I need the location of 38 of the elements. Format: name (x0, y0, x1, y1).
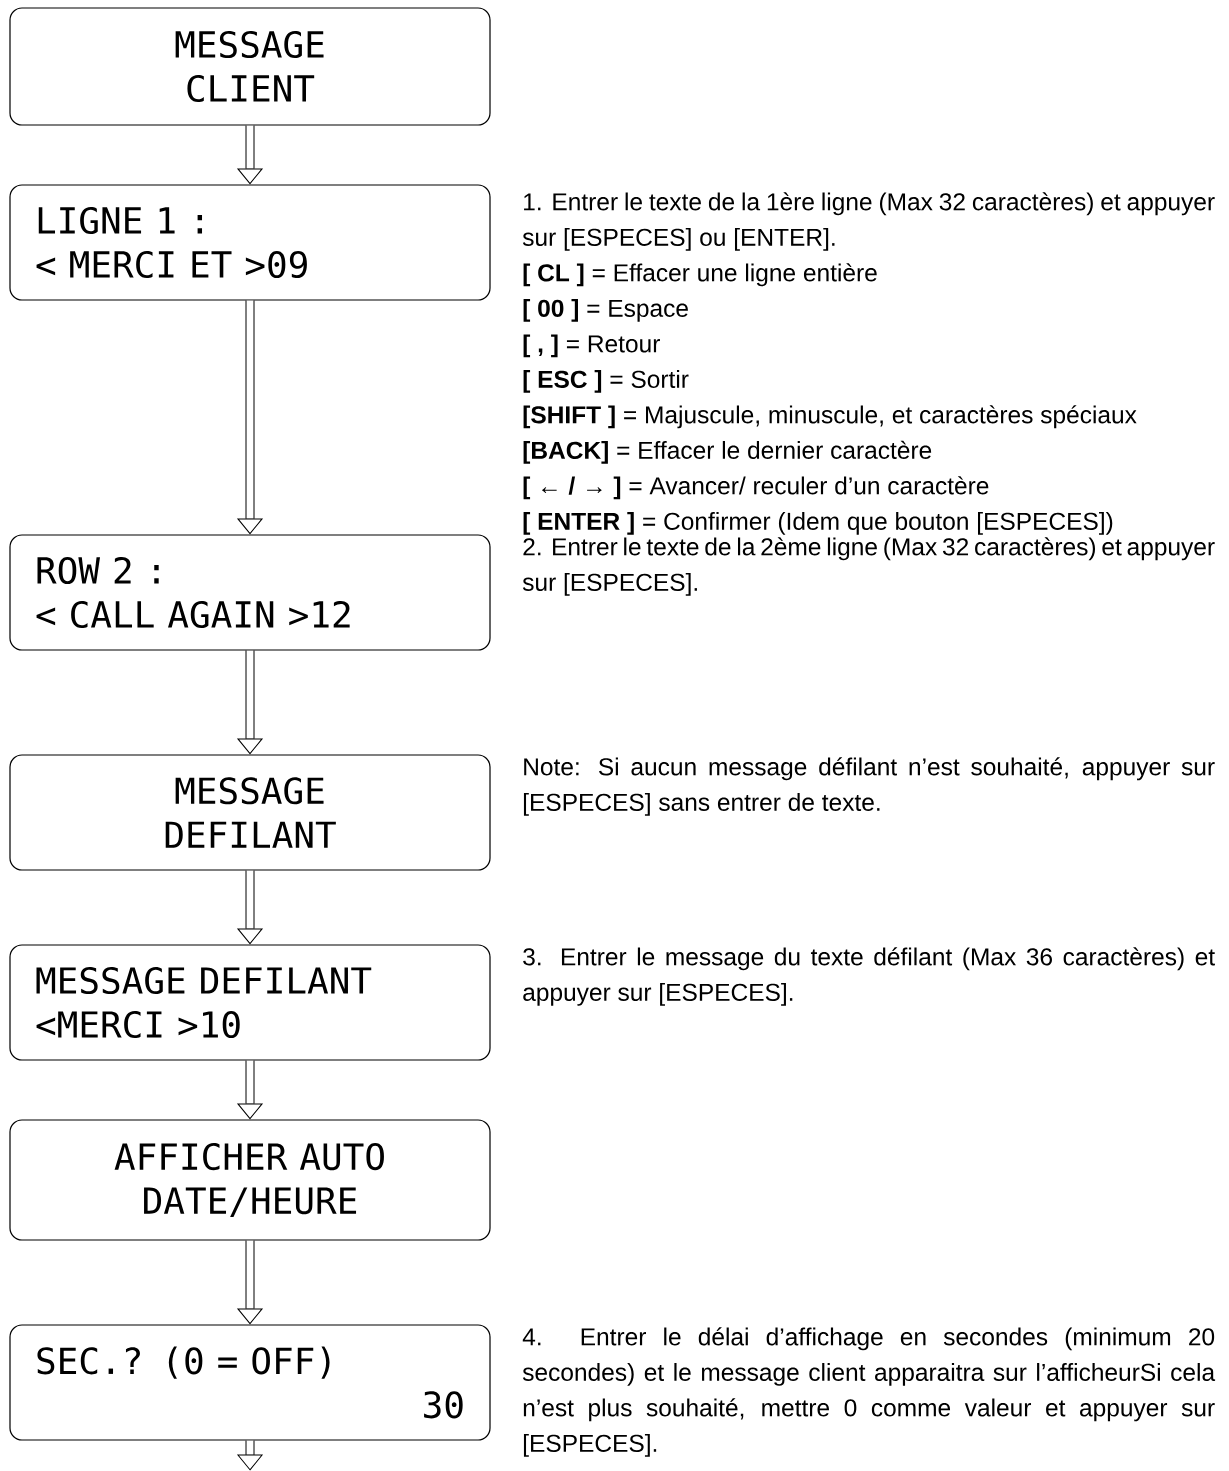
instruction-text: 4. Entrer le délai d’affichage en secondes (minimum 20 secondes) et le message client apparaitra sur l’afficheurSi cela n’est plus souhaité, mettre 0 comme valeur et appuyer sur [ESPECES]. (522, 1327, 1216, 1457)
display-text: < CALL AGAIN >12 (36, 600, 350, 629)
arrow (237, 125, 263, 185)
display-text: SEC.? (0 = OFF) (37, 1346, 330, 1379)
display-box (9, 7, 491, 126)
display-box (9, 754, 491, 871)
arrow (237, 1240, 263, 1325)
instruction-text: 1. Entrer le texte de la 1ère ligne (Max 32 caractères) et appuyer sur [ESPECES] ou [ENTER]. (522, 192, 1215, 251)
arrow (237, 1060, 263, 1120)
instruction-text: 3. Entrer le message du texte défilant (Max 36 caractères) et appuyer sur [ESPECES]. (523, 947, 1215, 1006)
display-box (9, 534, 491, 651)
display-box (9, 184, 491, 301)
display-text: MESSAGE CLIENT (175, 30, 324, 103)
display-text: < MERCI ET >09 (36, 250, 307, 279)
display-box (9, 944, 491, 1061)
display-box (9, 1324, 491, 1441)
display-text: MESSAGE DEFILANT (165, 777, 336, 848)
instruction-text: [BACK] = Effacer le dernier caractère (523, 440, 932, 464)
display-text: LIGNE 1 : (38, 206, 203, 235)
display-text: <MERCI >10 (36, 1010, 240, 1039)
display-text: AFFICHER AUTO DATE/HEURE (114, 1143, 384, 1218)
instruction-text: Note: Si aucun message défilant n’est souhaité, appuyer sur [ESPECES] sans entrer de texte. (523, 757, 1215, 816)
instruction-text: 2. Entrer le texte de la 2ème ligne (Max 32 caractères) et appuyer sur [ESPECES]. (522, 537, 1215, 596)
instruction-text: [SHIFT ] = Majuscule, minuscule, et caractères spéciaux (523, 405, 1137, 429)
instruction-text: [ CL ] = Effacer une ligne entière (523, 263, 877, 287)
instruction-text: [ ← / → ] = Avancer/ reculer d’un caractère (523, 476, 989, 500)
display-text: MESSAGE DEFILANT (36, 966, 372, 995)
arrow (237, 650, 263, 755)
instruction-text: [ 00 ] = Espace (523, 299, 688, 322)
instruction-text: [ , ] = Retour (523, 334, 660, 358)
instruction-text: [ ESC ] = Sortir (523, 370, 689, 393)
instruction-text: [ ENTER ] = Confirmer (Idem que bouton [ESPECES]) (523, 512, 1113, 535)
display-box (9, 1119, 491, 1241)
display-text: ROW 2 : (37, 556, 159, 585)
arrow (237, 870, 263, 945)
arrow (237, 300, 263, 535)
arrow (237, 1440, 263, 1471)
display-text: 30 (424, 1391, 463, 1419)
